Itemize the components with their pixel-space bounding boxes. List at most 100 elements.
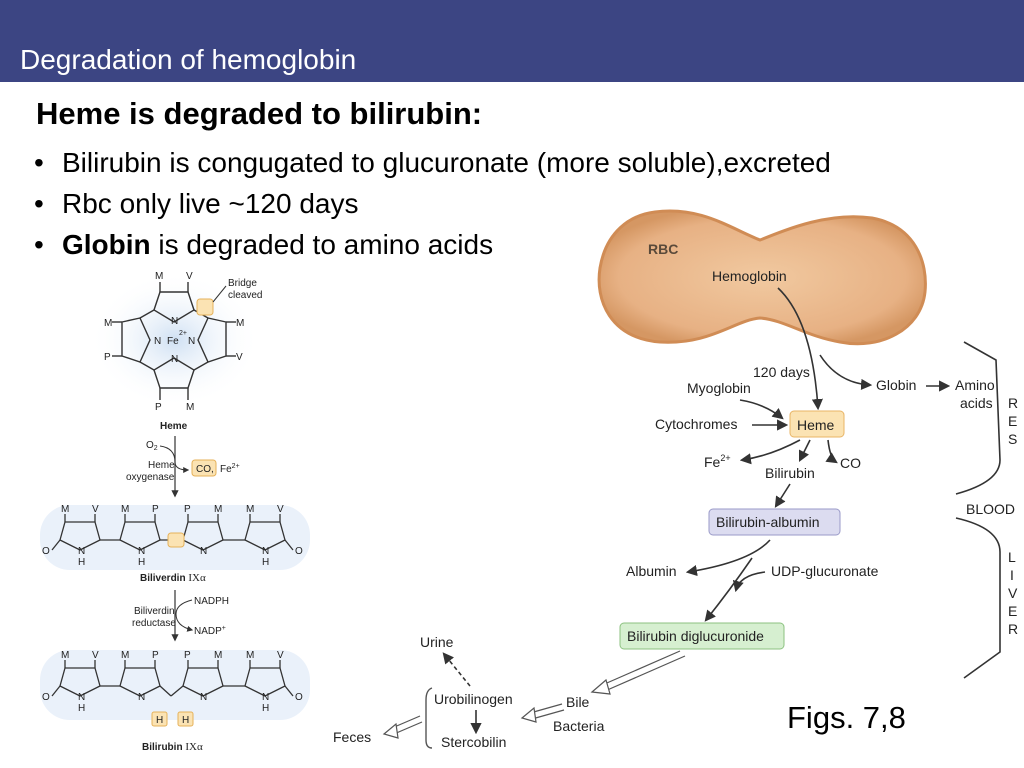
bullet-text: Bilirubin is congugated to glucuronate (… [62,147,831,178]
biliverdin-h-1: H [78,557,85,568]
heme-n-bottom: N [171,354,178,365]
heme-ring-bonds [112,282,236,400]
liver-letter-r: R [1008,621,1018,637]
oxygenase-label-1: Heme [148,460,175,471]
bilirubin-sub-2: V [92,650,99,661]
bullet-item: •Bilirubin is congugated to glucuronate … [34,142,831,183]
biliverdin-sub-5: P [184,504,191,515]
liver-letter-v: V [1008,585,1018,601]
biliverdin-o-right: O [295,546,303,557]
bilirubin-h-1: H [78,703,85,714]
blood-label: BLOOD [966,501,1015,517]
bilirubin-h-4: H [262,703,269,714]
bridge-label-1: Bridge [228,278,257,289]
res-letter-r: R [1008,395,1018,411]
bilirubin-h-bridge-2: H [182,715,189,726]
heme-to-bilirubin-arrow [798,439,811,463]
heme-glow [90,272,260,408]
biliverdin-sub-6: M [214,504,222,515]
bilirubin-n-2: N [138,692,145,703]
heme-to-co-arrow [825,439,838,464]
co-highlight [191,459,217,477]
biliverdin-sub-4: P [152,504,159,515]
bilirubin-sub-3: M [121,650,129,661]
biliverdin-n-3: N [200,546,207,557]
biliverdin-bonds [51,514,294,551]
diglucuronide-box [619,622,785,650]
reductase-label-1: Biliverdin [134,606,175,617]
bullet-dot: • [34,188,44,219]
bilirubin-sub-1: M [61,650,69,661]
bilirubin-glow [40,650,310,720]
biliverdin-sub-8: V [277,504,284,515]
slide-title: Degradation of hemoglobin [20,44,357,75]
bilirubin-n-1: N [78,692,85,703]
udp-arrow [732,571,766,593]
heme-sub-right-2: V [236,352,243,363]
bilirubin-h-bridge-1: H [156,715,163,726]
bilirubin-h-highlight-1 [151,711,168,727]
bullet-text: is degraded to amino acids [150,229,494,260]
biliverdin-sub-7: M [246,504,254,515]
feces-hollow-arrow [382,715,423,739]
days-label: 120 days [753,364,810,380]
to-globin-arrow [819,354,873,391]
liver-letter-l: L [1008,549,1016,565]
bilirubin-h-highlight-2 [177,711,194,727]
heme-sub-left-2: P [104,352,111,363]
heme-to-fe-arrow [739,439,801,465]
bullet-list: • Bilirubin is congugated to glucuronate … [34,142,831,265]
bilirubin-to-albumin-arrow [774,483,791,508]
o2-curve [159,445,190,473]
heme-box-label: Heme [797,417,835,433]
biliverdin-sub-2: V [92,504,99,515]
urine-label: Urine [420,634,454,650]
nadph-curve [175,599,194,632]
bridge-highlight [196,298,214,316]
heme-sub-right-1: M [236,318,244,329]
heme-sub-top-1: M [155,271,163,282]
hemoglobin-label: Hemoglobin [712,268,787,284]
heme-structure-figure: M V Bridge cleaved M P M V P M N N N N F… [40,271,310,753]
biliverdin-n-4: N [262,546,269,557]
liver-letter-e: E [1008,603,1017,619]
albumin-label: Albumin [626,563,677,579]
bacteria-hollow-arrow [520,703,565,723]
biliverdin-label: Biliverdin IXα [140,572,206,584]
heme-sub-top-2: V [186,271,193,282]
heme-n-top: N [171,316,178,327]
heme-sub-bottom-2: M [186,402,194,413]
bullet-dot: • [34,229,44,260]
biliverdin-sub-1: M [61,504,69,515]
heme-sub-bottom-1: P [155,402,162,413]
header-bar: Degradation of hemoglobin [0,0,1024,82]
heme-sub-left-1: M [104,318,112,329]
myoglobin-label: Myoglobin [687,380,751,396]
slide-heading: Heme is degraded to bilirubin: [36,96,483,131]
acids-label: acids [960,395,993,411]
oxygenase-label-2: oxygenase [126,472,175,483]
urobilinogen-label: Urobilinogen [434,691,513,707]
bilirubin-o-left: O [42,692,50,703]
globin-label: Globin [876,377,916,393]
fe-center: Fe [167,336,179,347]
biliverdin-n-1: N [78,546,85,557]
cytochromes-label: Cytochromes [655,416,737,432]
bilirubin-label: Bilirubin [765,465,815,481]
biliverdin-n-2: N [138,546,145,557]
bilirubin-sub-6: M [214,650,222,661]
bilirubin-sub-8: V [277,650,284,661]
nadph-label: NADPH [194,596,229,607]
nadp-label: NADP+ [194,625,226,637]
feces-label: Feces [333,729,371,745]
liver-letter-i: I [1010,567,1014,583]
hemoglobin-to-heme-arrow [777,287,823,411]
fe-center-charge: 2+ [179,330,187,337]
biliverdin-h-4: H [262,557,269,568]
bullet-text: Rbc only live ~120 days [62,188,359,219]
bilirubin-sub-7: M [246,650,254,661]
liver-brace [955,517,1001,679]
co-product: CO, [196,464,214,475]
bilirubin-albumin-label: Bilirubin-albumin [716,514,820,530]
bilirubin-albumin-box [708,508,841,536]
